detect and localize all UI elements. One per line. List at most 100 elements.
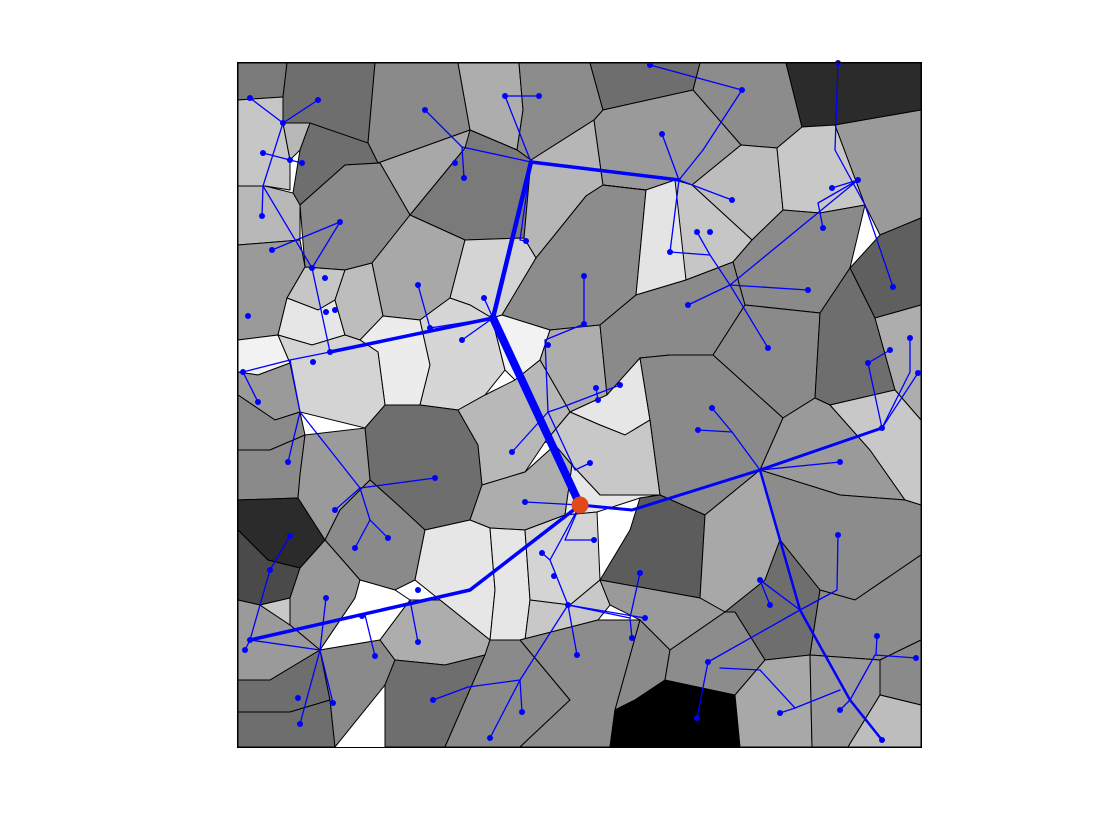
network-edge <box>461 317 494 341</box>
network-edge <box>319 597 327 651</box>
network-node <box>647 62 653 68</box>
network-edge <box>849 654 917 701</box>
network-node <box>359 613 365 619</box>
network-edge <box>875 635 878 656</box>
network-edge <box>578 426 884 512</box>
network-node <box>565 602 571 608</box>
network-node <box>427 325 433 331</box>
network-node <box>595 397 601 403</box>
network-node <box>667 249 673 255</box>
network-node <box>837 707 843 713</box>
voronoi-cells <box>237 62 922 749</box>
network-edge <box>678 179 733 201</box>
network-node <box>242 647 248 653</box>
network-edge <box>799 534 839 611</box>
network-edge <box>529 160 681 182</box>
network-edge <box>881 337 911 429</box>
network-edge <box>661 133 680 181</box>
network-node <box>587 460 593 466</box>
network-edge <box>547 411 591 471</box>
network-edge <box>424 109 463 148</box>
network-node <box>247 95 253 101</box>
network-node <box>310 359 316 365</box>
network-edge <box>817 179 859 229</box>
network-node <box>332 307 338 313</box>
network-edge <box>524 501 581 506</box>
network-node <box>865 360 871 366</box>
network-node <box>637 570 643 576</box>
network-node <box>539 550 545 556</box>
network-node <box>874 633 880 639</box>
network-node <box>461 175 467 181</box>
network-edge <box>511 411 549 453</box>
network-edge <box>687 284 731 306</box>
network-node <box>287 157 293 163</box>
network-node <box>267 567 273 573</box>
network-node <box>757 577 763 583</box>
network-node <box>694 229 700 235</box>
network-node <box>337 219 343 225</box>
network-edge <box>483 297 494 319</box>
network-edge <box>696 231 711 256</box>
network-edge <box>409 599 419 643</box>
network-node <box>907 335 913 341</box>
source-node <box>571 496 589 514</box>
network-node <box>729 197 735 203</box>
network-edge <box>282 99 319 124</box>
network-node <box>777 710 783 716</box>
network-edge <box>519 679 523 713</box>
network-node <box>523 238 529 244</box>
network-edge <box>831 179 859 189</box>
network-edge <box>547 384 621 413</box>
network-node <box>709 405 715 411</box>
network-edge <box>881 372 919 429</box>
network-node <box>545 342 551 348</box>
network-edge <box>758 468 884 742</box>
network-edge <box>669 179 731 286</box>
network-node <box>642 615 648 621</box>
network-node <box>805 287 811 293</box>
network-node <box>739 87 745 93</box>
cell <box>489 527 531 641</box>
network-node <box>323 595 329 601</box>
network-nodes <box>240 60 921 743</box>
network-node <box>536 93 542 99</box>
network-node <box>551 573 557 579</box>
network-node <box>593 385 599 391</box>
network-node <box>259 213 265 219</box>
network-node <box>332 507 338 513</box>
network-node <box>415 282 421 288</box>
network-edge <box>490 159 534 321</box>
network-node <box>890 284 896 290</box>
network-node <box>765 345 771 351</box>
network-node <box>820 225 826 231</box>
network-node <box>502 93 508 99</box>
network-node <box>309 265 315 271</box>
network-node <box>915 370 921 376</box>
network-node <box>591 537 597 543</box>
network-edge <box>299 649 321 725</box>
network-node <box>695 427 701 433</box>
cell <box>237 96 291 191</box>
network-edge <box>354 519 371 549</box>
network-node <box>415 639 421 645</box>
network-edge <box>364 614 376 657</box>
network-node <box>285 459 291 465</box>
network-edge <box>649 64 743 181</box>
network-edge <box>729 284 769 349</box>
network-node <box>519 709 525 715</box>
network-node <box>913 655 919 661</box>
network-node <box>705 659 711 665</box>
network-node <box>522 499 528 505</box>
network-node <box>574 652 580 658</box>
network-node <box>299 160 305 166</box>
network-node <box>829 185 835 191</box>
network-edge <box>711 407 733 433</box>
network-edge <box>629 617 633 639</box>
network-node <box>459 337 465 343</box>
network-edge <box>729 179 859 286</box>
network-edges <box>242 62 919 742</box>
network-edge <box>489 314 584 509</box>
network-node <box>452 160 458 166</box>
